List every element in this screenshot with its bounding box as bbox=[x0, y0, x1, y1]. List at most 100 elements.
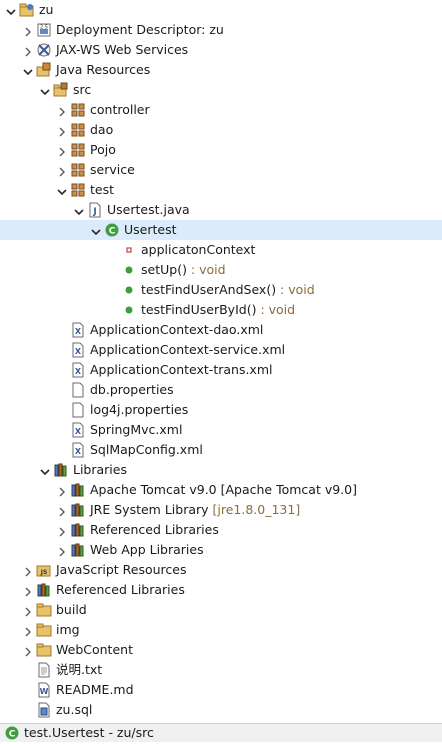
chevron-right-icon[interactable] bbox=[23, 565, 33, 577]
tree-row-library[interactable]: Referenced Libraries bbox=[0, 580, 442, 600]
svg-text:2.5: 2.5 bbox=[40, 25, 48, 31]
deployment-descriptor-icon: 2.5 bbox=[36, 22, 52, 38]
tree-item-label: Pojo bbox=[90, 142, 116, 158]
tree-row-deploy[interactable]: 2.5 Deployment Descriptor: zu bbox=[0, 20, 442, 40]
folder-icon bbox=[36, 642, 52, 658]
tree-row-library[interactable]: JRE System Library [jre1.8.0_131] bbox=[0, 500, 442, 520]
chevron-down-icon[interactable] bbox=[74, 205, 84, 216]
library-icon bbox=[53, 462, 69, 478]
chevron-right-icon[interactable] bbox=[57, 165, 67, 177]
tree-item-label: controller bbox=[90, 102, 150, 118]
chevron-right-icon[interactable] bbox=[23, 45, 33, 57]
chevron-right-icon[interactable] bbox=[23, 605, 33, 617]
file-icon bbox=[70, 382, 86, 398]
tree-row-field[interactable]: applicatonContext bbox=[0, 240, 442, 260]
library-icon bbox=[36, 582, 52, 598]
svg-text:W: W bbox=[40, 687, 49, 696]
tree-row-file[interactable]: log4j.properties bbox=[0, 400, 442, 420]
tree-row-txt[interactable]: 说明.txt bbox=[0, 660, 442, 680]
tree-row-library[interactable]: Libraries bbox=[0, 460, 442, 480]
tree-item-text: ApplicationContext-trans.xml bbox=[90, 362, 273, 377]
tree-row-package[interactable]: test bbox=[0, 180, 442, 200]
chevron-down-icon[interactable] bbox=[23, 65, 33, 76]
class-icon: C bbox=[104, 222, 120, 238]
tree-row-file[interactable]: db.properties bbox=[0, 380, 442, 400]
tree-row-method[interactable]: testFindUserById() : void bbox=[0, 300, 442, 320]
tree-item-label: zu.sql bbox=[56, 702, 92, 718]
chevron-down-icon[interactable] bbox=[40, 465, 50, 476]
tree-row-method[interactable]: testFindUserAndSex() : void bbox=[0, 280, 442, 300]
tree-item-label: JAX-WS Web Services bbox=[56, 42, 188, 58]
tree-row-md[interactable]: W README.md bbox=[0, 680, 442, 700]
tree-row-folder[interactable]: build bbox=[0, 600, 442, 620]
tree-row-library[interactable]: Web App Libraries bbox=[0, 540, 442, 560]
package-icon bbox=[70, 142, 86, 158]
tree-item-text: build bbox=[56, 602, 87, 617]
tree-row-package[interactable]: controller bbox=[0, 100, 442, 120]
tree-row-library[interactable]: Referenced Libraries bbox=[0, 520, 442, 540]
chevron-right-icon[interactable] bbox=[57, 545, 67, 557]
chevron-right-icon[interactable] bbox=[23, 625, 33, 637]
library-icon bbox=[70, 522, 86, 538]
file-icon bbox=[70, 402, 86, 418]
tree-row-folder[interactable]: WebContent bbox=[0, 640, 442, 660]
tree-row-library[interactable]: Apache Tomcat v9.0 [Apache Tomcat v9.0] bbox=[0, 480, 442, 500]
tree-row-project[interactable]: zu bbox=[0, 0, 442, 20]
chevron-right-icon[interactable] bbox=[57, 485, 67, 497]
text-file-icon bbox=[36, 662, 52, 678]
chevron-right-icon[interactable] bbox=[57, 145, 67, 157]
tree-item-text: Referenced Libraries bbox=[56, 582, 185, 597]
chevron-down-icon[interactable] bbox=[91, 225, 101, 236]
tree-row-sql[interactable]: zu.sql bbox=[0, 700, 442, 720]
tree-item-text: Java Resources bbox=[56, 62, 151, 77]
tree-item-label: Deployment Descriptor: zu bbox=[56, 22, 224, 38]
chevron-down-icon[interactable] bbox=[57, 185, 67, 196]
svg-text:X: X bbox=[75, 447, 82, 456]
tree-item-text: JavaScript Resources bbox=[56, 562, 187, 577]
svg-text:X: X bbox=[75, 367, 82, 376]
tree-row-javares[interactable]: Java Resources bbox=[0, 60, 442, 80]
chevron-down-icon[interactable] bbox=[40, 85, 50, 96]
chevron-right-icon[interactable] bbox=[57, 505, 67, 517]
chevron-right-icon[interactable] bbox=[23, 645, 33, 657]
chevron-down-icon[interactable] bbox=[6, 5, 16, 16]
tree-row-xml[interactable]: X ApplicationContext-trans.xml bbox=[0, 360, 442, 380]
tree-row-package[interactable]: Pojo bbox=[0, 140, 442, 160]
tree-row-srcfolder[interactable]: src bbox=[0, 80, 442, 100]
tree-row-method[interactable]: setUp() : void bbox=[0, 260, 442, 280]
library-icon bbox=[70, 542, 86, 558]
tree-row-package[interactable]: dao bbox=[0, 120, 442, 140]
chevron-right-icon[interactable] bbox=[23, 585, 33, 597]
tree-item-text: dao bbox=[90, 122, 114, 137]
chevron-right-icon[interactable] bbox=[57, 525, 67, 537]
xml-file-icon: X bbox=[70, 322, 86, 338]
tree-item-label: WebContent bbox=[56, 642, 133, 658]
java-resources-icon bbox=[36, 62, 52, 78]
package-icon bbox=[70, 182, 86, 198]
status-bar: C test.Usertest - zu/src bbox=[0, 723, 442, 742]
chevron-right-icon[interactable] bbox=[57, 125, 67, 137]
chevron-right-icon[interactable] bbox=[23, 25, 33, 37]
tree-item-text: setUp() bbox=[141, 262, 187, 277]
tree-item-label: README.md bbox=[56, 682, 134, 698]
tree-item-decoration: : void bbox=[256, 302, 296, 317]
tree-row-jaxws[interactable]: JAX-WS Web Services bbox=[0, 40, 442, 60]
svg-text:X: X bbox=[75, 327, 82, 336]
tree-row-package[interactable]: service bbox=[0, 160, 442, 180]
tree-item-text: ApplicationContext-service.xml bbox=[90, 342, 286, 357]
svg-text:C: C bbox=[109, 227, 116, 237]
chevron-right-icon[interactable] bbox=[57, 105, 67, 117]
tree-item-text: testFindUserById() bbox=[141, 302, 257, 317]
markdown-file-icon: W bbox=[36, 682, 52, 698]
tree-row-folder[interactable]: img bbox=[0, 620, 442, 640]
tree-item-label: Libraries bbox=[73, 462, 127, 478]
tree-item-text: zu bbox=[39, 2, 54, 17]
project-icon bbox=[19, 2, 35, 18]
